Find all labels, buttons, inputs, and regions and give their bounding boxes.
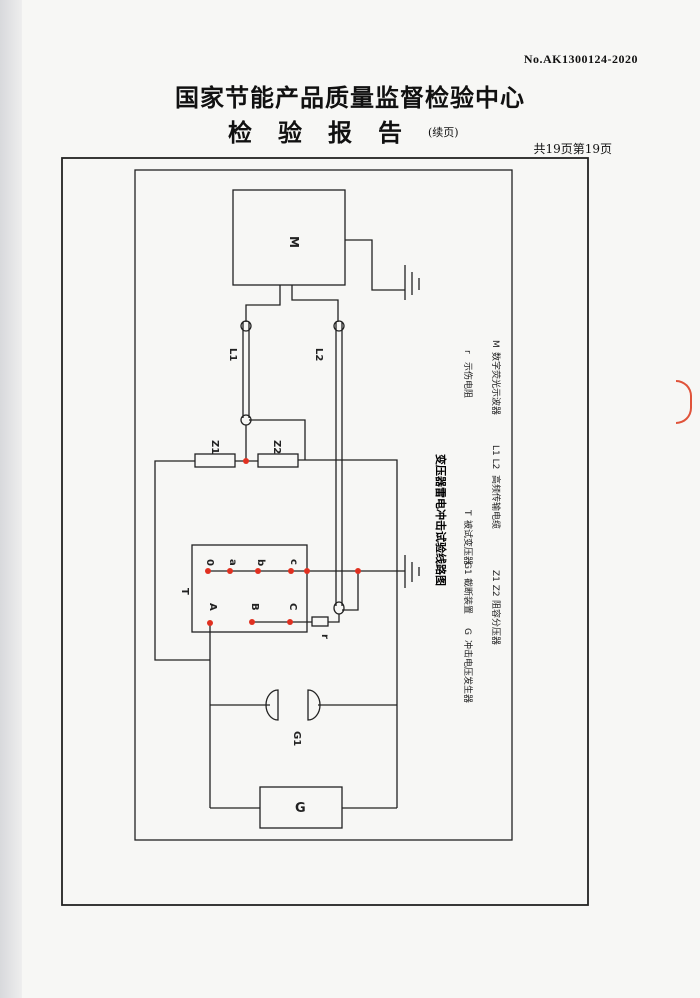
continuation-label: (续页) bbox=[428, 126, 459, 139]
label-m: M bbox=[287, 236, 301, 248]
junction-node bbox=[227, 568, 233, 574]
label-b-lower: b bbox=[255, 559, 266, 566]
legend-l-symbol: L1 L2 bbox=[490, 445, 500, 469]
legend-t-symbol: T bbox=[462, 509, 472, 516]
legend-r-text: 示伤电阻 bbox=[462, 362, 474, 398]
label-l2: L2 bbox=[313, 348, 324, 361]
transformer-box bbox=[191, 544, 308, 633]
legend-g1-text: 截断装置 bbox=[462, 578, 474, 614]
legend-r-symbol: r bbox=[462, 350, 472, 354]
label-a-lower: a bbox=[227, 559, 238, 566]
label-z2: Z2 bbox=[271, 440, 282, 454]
label-t: T bbox=[179, 588, 190, 595]
scan-binding-edge bbox=[0, 0, 22, 998]
junction-node bbox=[249, 619, 255, 625]
legend-t-text: 被试变压器 bbox=[462, 520, 474, 565]
label-o: 0 bbox=[204, 559, 215, 566]
junction-node bbox=[205, 568, 211, 574]
junction-node bbox=[304, 568, 310, 574]
outer-frame bbox=[61, 157, 589, 906]
r-resistor bbox=[311, 616, 329, 627]
legend-l-text: 高频传输电缆 bbox=[490, 475, 502, 529]
label-g: G bbox=[295, 801, 306, 816]
legend-g-symbol: G bbox=[462, 628, 472, 635]
z1-resistor bbox=[194, 453, 236, 468]
z2-resistor bbox=[257, 453, 299, 468]
junction-node bbox=[243, 458, 249, 464]
legend-m-symbol: M bbox=[490, 340, 500, 348]
legend-z-symbol: Z1 Z2 bbox=[490, 570, 500, 597]
legend-g-text: 冲击电压发生器 bbox=[462, 640, 474, 703]
organization-name: 国家节能产品质量监督检验中心 bbox=[175, 84, 525, 112]
report-title: 检验报告 bbox=[228, 119, 428, 147]
label-r: r bbox=[319, 634, 330, 639]
label-l1: L1 bbox=[227, 348, 238, 361]
junction-node bbox=[288, 568, 294, 574]
legend-m-text: 数字荧光示波器 bbox=[490, 352, 502, 415]
legend-g1-symbol: G1 bbox=[462, 562, 472, 575]
diagram-frame bbox=[134, 169, 513, 841]
page-info: 共19页第19页 bbox=[533, 142, 612, 156]
label-z1: Z1 bbox=[209, 440, 220, 454]
diagram-caption: 变压器雷电冲击试验线路图 bbox=[434, 454, 448, 586]
junction-node bbox=[355, 568, 361, 574]
legend-z-text: 阻容分压器 bbox=[490, 600, 502, 645]
junction-node bbox=[255, 568, 261, 574]
label-b-upper: B bbox=[249, 603, 260, 611]
document-number: No.AK1300124-2020 bbox=[523, 52, 638, 66]
g1-right-electrode bbox=[307, 689, 321, 721]
label-c-lower: c bbox=[288, 559, 299, 565]
label-g1: G1 bbox=[291, 731, 302, 746]
junction-node bbox=[287, 619, 293, 625]
junction-nodes bbox=[205, 458, 361, 626]
label-a-upper: A bbox=[207, 603, 218, 611]
junction-node bbox=[207, 620, 213, 626]
oscilloscope-box bbox=[232, 189, 346, 286]
g1-left-electrode bbox=[265, 689, 279, 721]
label-c-upper: C bbox=[287, 603, 298, 610]
